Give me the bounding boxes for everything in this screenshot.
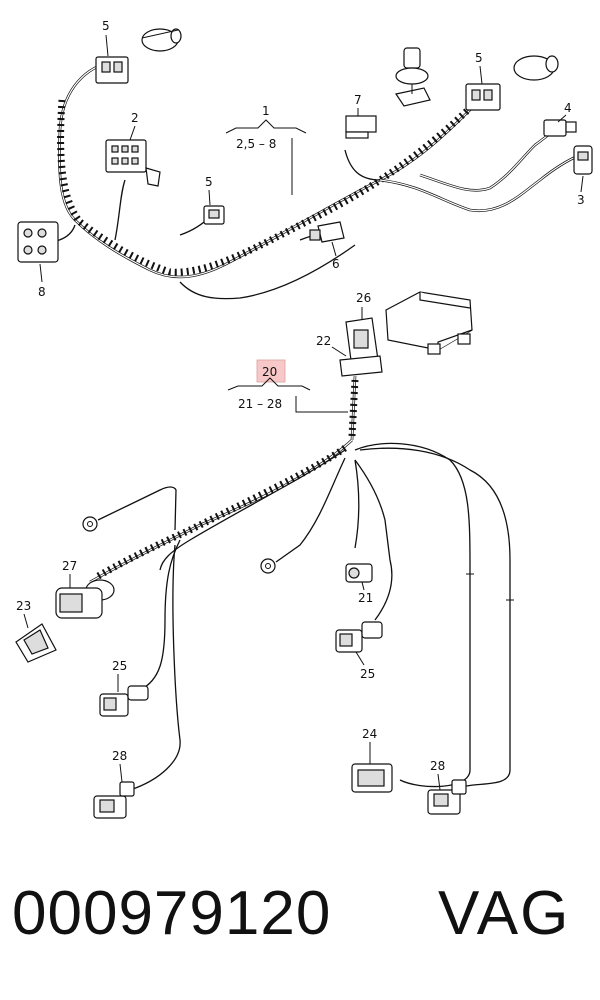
connector-25-right <box>335 621 383 653</box>
callout-26: 26 <box>356 291 371 305</box>
connector-3 <box>573 145 593 175</box>
callout-21: 21 <box>358 591 373 605</box>
upper-callouts: 5 2 1 2,5 – 8 5 7 5 4 3 6 8 <box>38 19 585 299</box>
callout-6: 6 <box>332 257 340 271</box>
connector-23 <box>15 623 57 663</box>
connector-5-top-left <box>95 56 129 84</box>
brand-name: VAG <box>438 879 571 948</box>
lower-callouts: 26 22 20 21 – 28 27 23 25 28 21 25 24 28 <box>16 291 445 791</box>
connector-25-left <box>99 685 149 717</box>
callout-20-range: 21 – 28 <box>238 397 282 411</box>
callout-4: 4 <box>564 101 572 115</box>
bracket-connector-26 <box>339 317 383 377</box>
upper-harness <box>17 28 593 300</box>
connector-28-left <box>93 781 135 819</box>
switch-top-middle <box>395 47 431 107</box>
callout-5-right: 5 <box>475 51 483 65</box>
callout-27: 27 <box>62 559 77 573</box>
callout-28-right: 28 <box>430 759 445 773</box>
callout-28-left: 28 <box>112 749 127 763</box>
connector-24 <box>351 763 393 793</box>
connector-27 <box>55 579 115 619</box>
callout-5-middle: 5 <box>205 175 213 189</box>
callout-1-range: 2,5 – 8 <box>236 137 276 151</box>
callout-5-top-left: 5 <box>102 19 110 33</box>
connector-5-middle <box>203 205 225 225</box>
ring-terminal-middle <box>260 457 346 574</box>
connector-21 <box>345 563 373 583</box>
connector-2 <box>105 139 161 187</box>
part-number: 000979120 <box>12 879 332 948</box>
callout-22: 22 <box>316 334 331 348</box>
control-unit-box <box>385 291 473 355</box>
ring-terminal-left <box>82 486 177 532</box>
connector-28-right <box>427 779 467 815</box>
callout-2: 2 <box>131 111 139 125</box>
connector-4 <box>543 119 577 137</box>
callout-24: 24 <box>362 727 377 741</box>
connector-7 <box>345 115 377 139</box>
callout-20: 20 <box>262 365 277 379</box>
callout-25-right: 25 <box>360 667 375 681</box>
callout-20-highlight <box>256 359 286 383</box>
connector-8 <box>17 221 59 263</box>
lower-harness <box>15 291 514 819</box>
connector-6 <box>309 221 345 243</box>
callout-8: 8 <box>38 285 46 299</box>
callout-3: 3 <box>577 193 585 207</box>
callout-1: 1 <box>262 104 270 118</box>
callout-25-left: 25 <box>112 659 127 673</box>
callout-23: 23 <box>16 599 31 613</box>
sensor-top-right <box>513 55 559 81</box>
connector-5-right <box>465 83 501 111</box>
sensor-top-left <box>141 28 182 52</box>
wiring-harness-diagram: 5 2 1 2,5 – 8 5 7 5 4 3 6 8 <box>15 19 593 819</box>
callout-7: 7 <box>354 93 362 107</box>
